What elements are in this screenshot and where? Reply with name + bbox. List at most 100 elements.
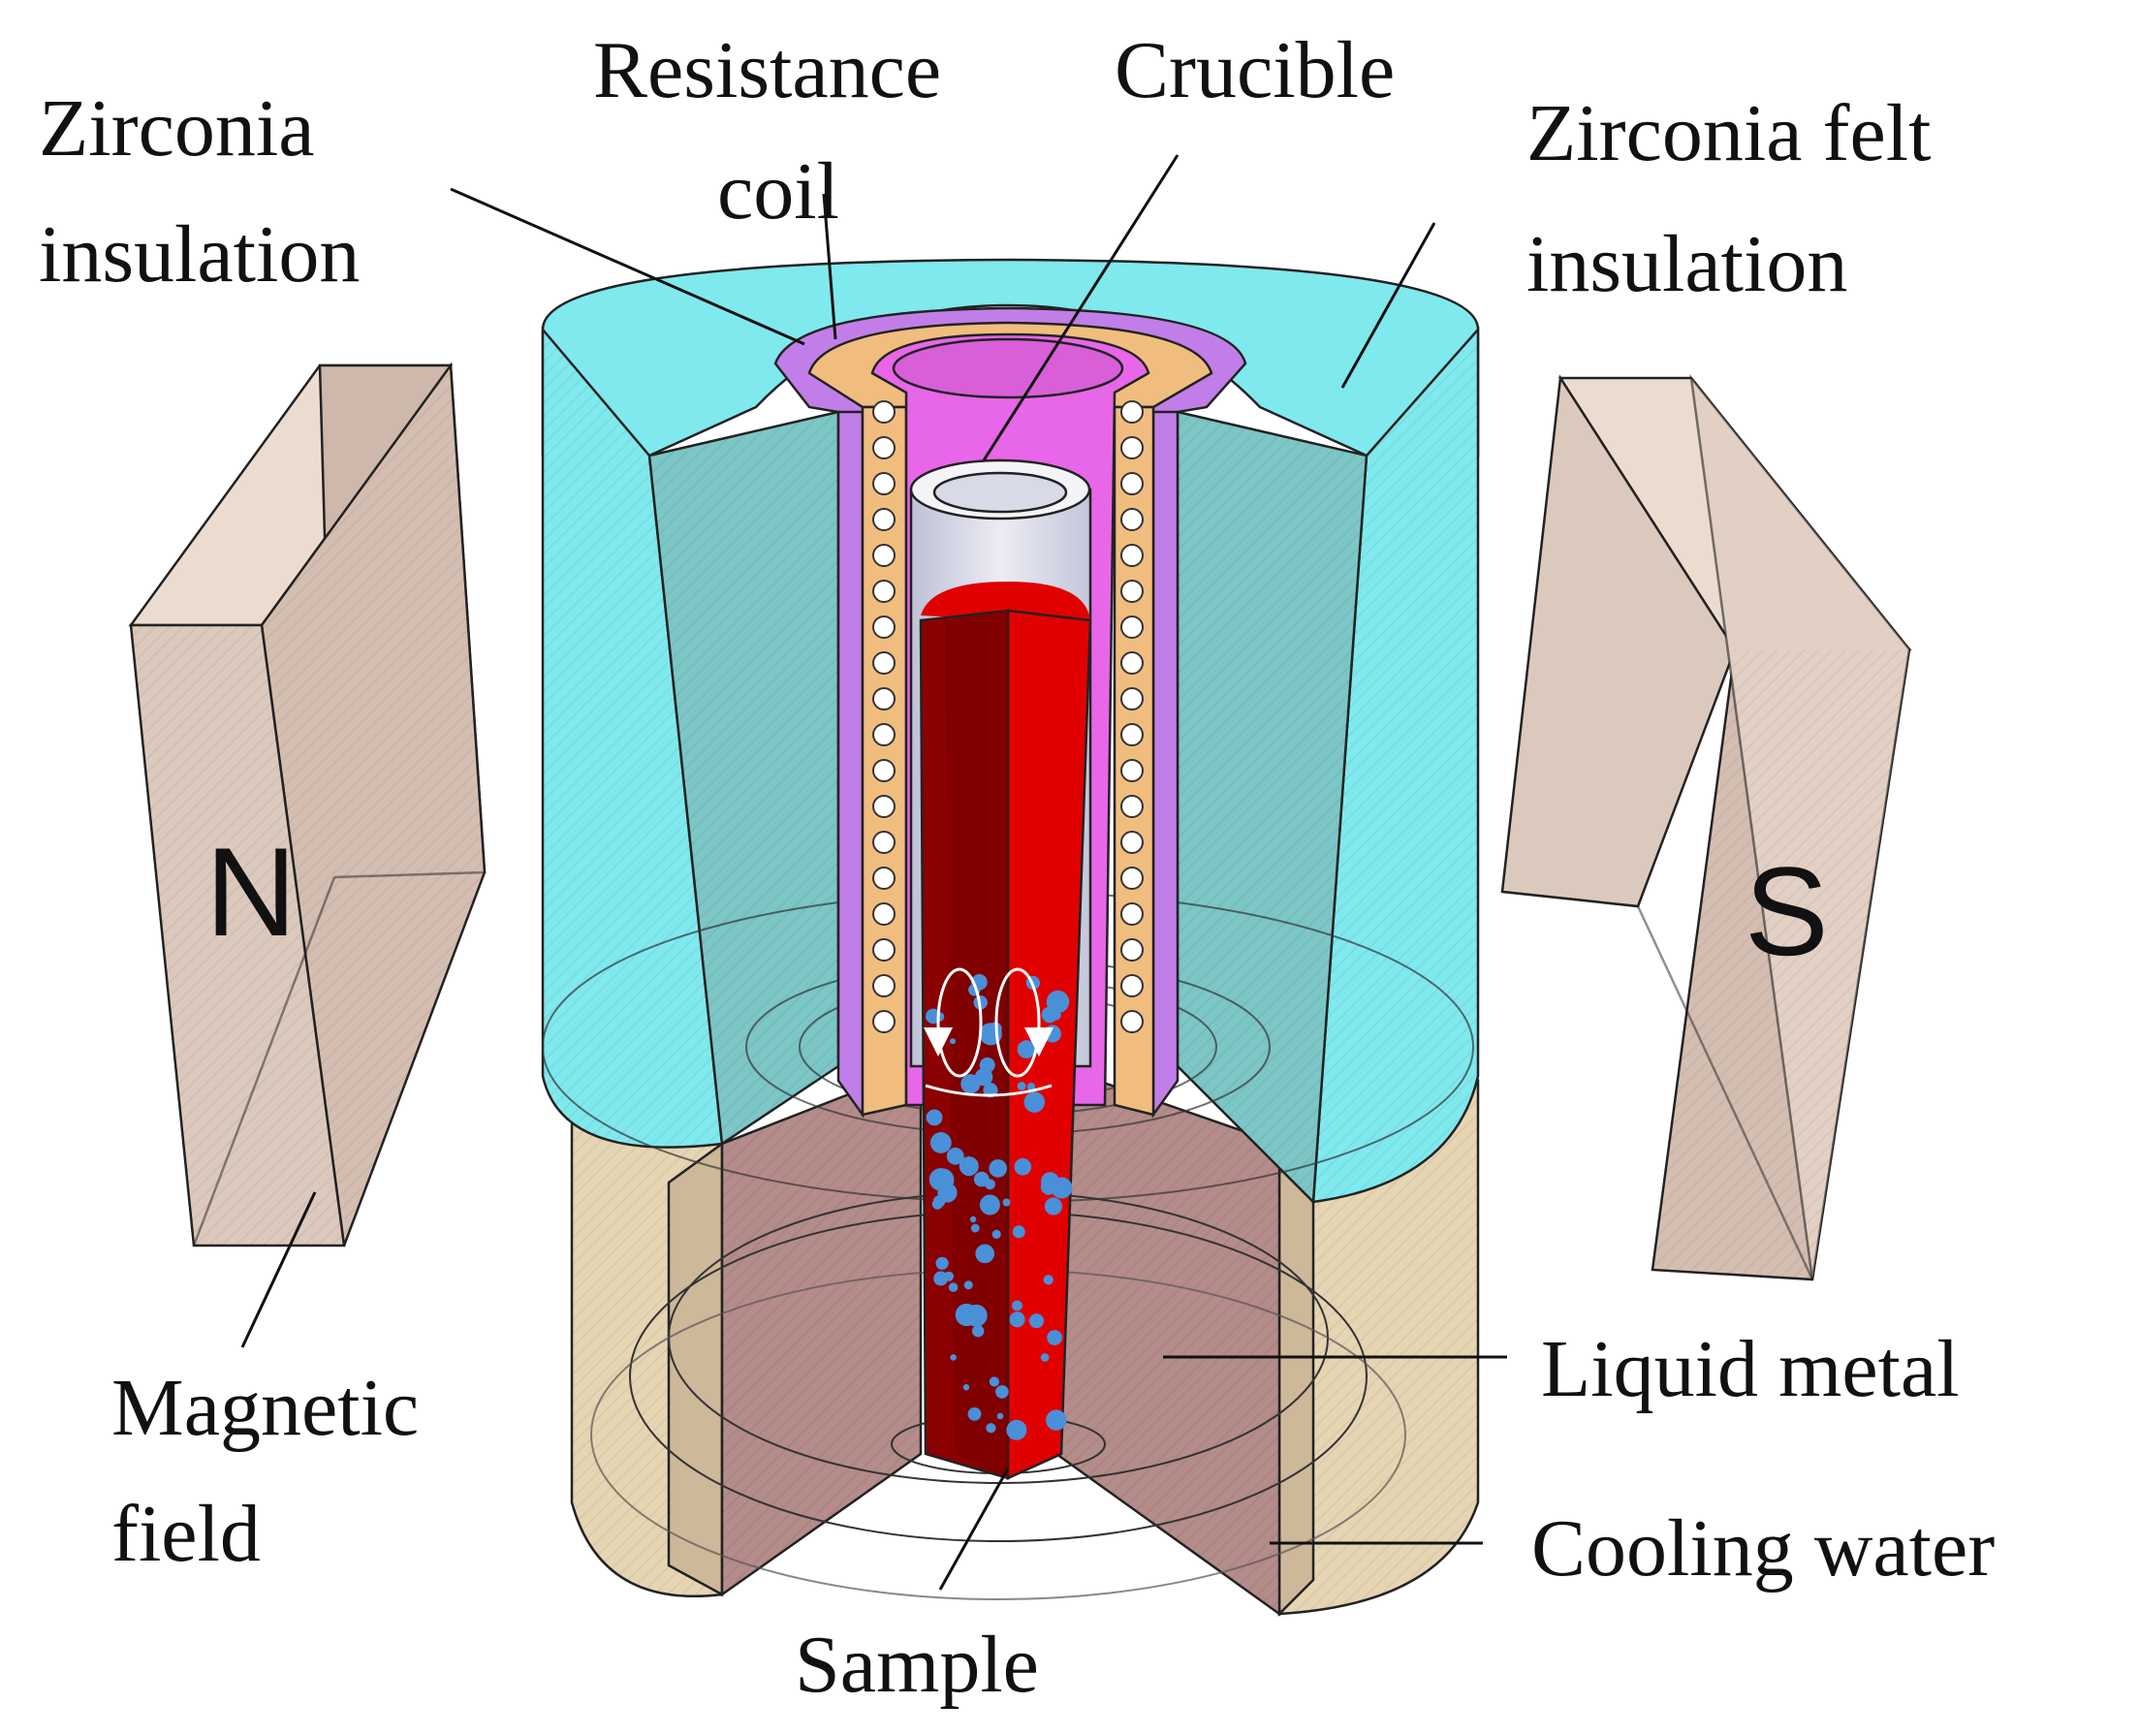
bubble [986, 1423, 996, 1434]
bubble [1017, 1082, 1026, 1090]
coil-hole-left [872, 580, 896, 603]
coil-hole-left [872, 759, 896, 782]
bubble [950, 1038, 956, 1045]
coil-hole-left [872, 795, 896, 818]
label-magnetic-field-1: Magnetic [111, 1363, 419, 1453]
bubble [989, 1376, 999, 1387]
label-resistance-coil-2: coil [717, 146, 839, 237]
label-cooling-water: Cooling water [1531, 1503, 1995, 1594]
coil-hole-left [872, 615, 896, 639]
coil-hole-right [1120, 400, 1144, 424]
coil-hole-right [1120, 436, 1144, 459]
coil-hole-left [872, 1010, 896, 1033]
label-liquid-metal: Liquid metal [1541, 1324, 1960, 1414]
coil-hole-right [1120, 651, 1144, 675]
bubble [1051, 1010, 1061, 1021]
bubble [1002, 1198, 1011, 1207]
coil-hole-right [1120, 580, 1144, 603]
bubble [950, 1354, 957, 1361]
bubble [1029, 1313, 1044, 1329]
coil-hole-right [1120, 508, 1144, 531]
bubble [932, 1195, 946, 1208]
bubble [935, 1256, 949, 1270]
bubble [1046, 990, 1070, 1014]
coil-hole-right [1120, 867, 1144, 890]
bubble [929, 1132, 952, 1153]
bubble [1041, 1172, 1059, 1191]
coil-hole-left [872, 651, 896, 675]
coil-hole-right [1120, 974, 1144, 997]
leader-lines [240, 154, 1507, 1591]
coil-hole-left [872, 508, 896, 531]
bubble [1012, 1225, 1025, 1239]
bubble [948, 1282, 959, 1292]
coil-hole-left [872, 831, 896, 854]
north-magnet: N [128, 362, 487, 1247]
bubble [1012, 1300, 1022, 1311]
bubble [1044, 1197, 1062, 1215]
coil-hole-left [872, 436, 896, 459]
north-pole-label: N [205, 821, 297, 963]
sample-rod [919, 582, 1092, 1480]
label-sample: Sample [795, 1620, 1039, 1710]
coil-hole-right [1120, 902, 1144, 926]
coil-hole-left [872, 902, 896, 926]
bubble [972, 1325, 985, 1338]
bubble [926, 1109, 943, 1126]
bubble [969, 1215, 977, 1223]
label-resistance-coil-1: Resistance [593, 25, 941, 115]
coil-hole-right [1120, 472, 1144, 495]
bubble [975, 1244, 994, 1264]
bubble [1014, 1158, 1032, 1176]
coil-hole-right [1120, 1010, 1144, 1033]
coil-hole-right [1120, 831, 1144, 854]
labels: Zirconia insulation Resistance coil Cruc… [39, 25, 1995, 1710]
bubble [963, 1280, 973, 1290]
cooling-water-jacket [570, 1079, 1480, 1618]
label-crucible: Crucible [1115, 25, 1395, 115]
zirconia-felt-insulation-body [541, 258, 1480, 1205]
coil-hole-left [872, 687, 896, 710]
coil-hole-left [872, 974, 896, 997]
bubble [964, 1304, 988, 1327]
bubble [1040, 1353, 1050, 1362]
bubble [1017, 1040, 1036, 1058]
bubble [989, 1159, 1007, 1178]
bubble [996, 1412, 1004, 1420]
coil-hole-right [1120, 687, 1144, 710]
bubble [979, 1194, 1000, 1215]
coil-hole-right [1120, 615, 1144, 639]
bubble [944, 1271, 954, 1281]
liquid-metal-bath [590, 1064, 1406, 1617]
bubble [946, 1147, 964, 1165]
flow-loops [924, 967, 1054, 1097]
label-zirconia-insulation-2: insulation [39, 209, 360, 300]
bubble [967, 1407, 982, 1421]
bubble [1026, 1083, 1036, 1091]
bubble [1043, 1025, 1061, 1043]
bubble [970, 1223, 980, 1233]
bubble [962, 1384, 970, 1391]
bubble [928, 1168, 953, 1191]
coil-hole-left [872, 938, 896, 962]
label-zirconia-felt-2: insulation [1526, 219, 1847, 309]
bubble [1015, 1426, 1024, 1435]
coil-hole-right [1120, 938, 1144, 962]
coil-hole-left [872, 400, 896, 424]
coil-hole-right [1120, 544, 1144, 567]
south-magnet: S [1500, 373, 1912, 1281]
coil-hole-left [872, 544, 896, 567]
coil-hole-left [872, 723, 896, 746]
coil-hole-left [872, 867, 896, 890]
bubble [995, 1385, 1009, 1399]
label-zirconia-insulation-1: Zirconia [39, 83, 315, 174]
label-magnetic-field-2: field [111, 1489, 261, 1579]
coil-hole-right [1120, 759, 1144, 782]
bubble [991, 1229, 1001, 1239]
bubble [960, 1074, 981, 1094]
bubble [1009, 1311, 1025, 1328]
coil-hole-right [1120, 795, 1144, 818]
bubble [1043, 1275, 1054, 1285]
bubble [1047, 1330, 1062, 1345]
